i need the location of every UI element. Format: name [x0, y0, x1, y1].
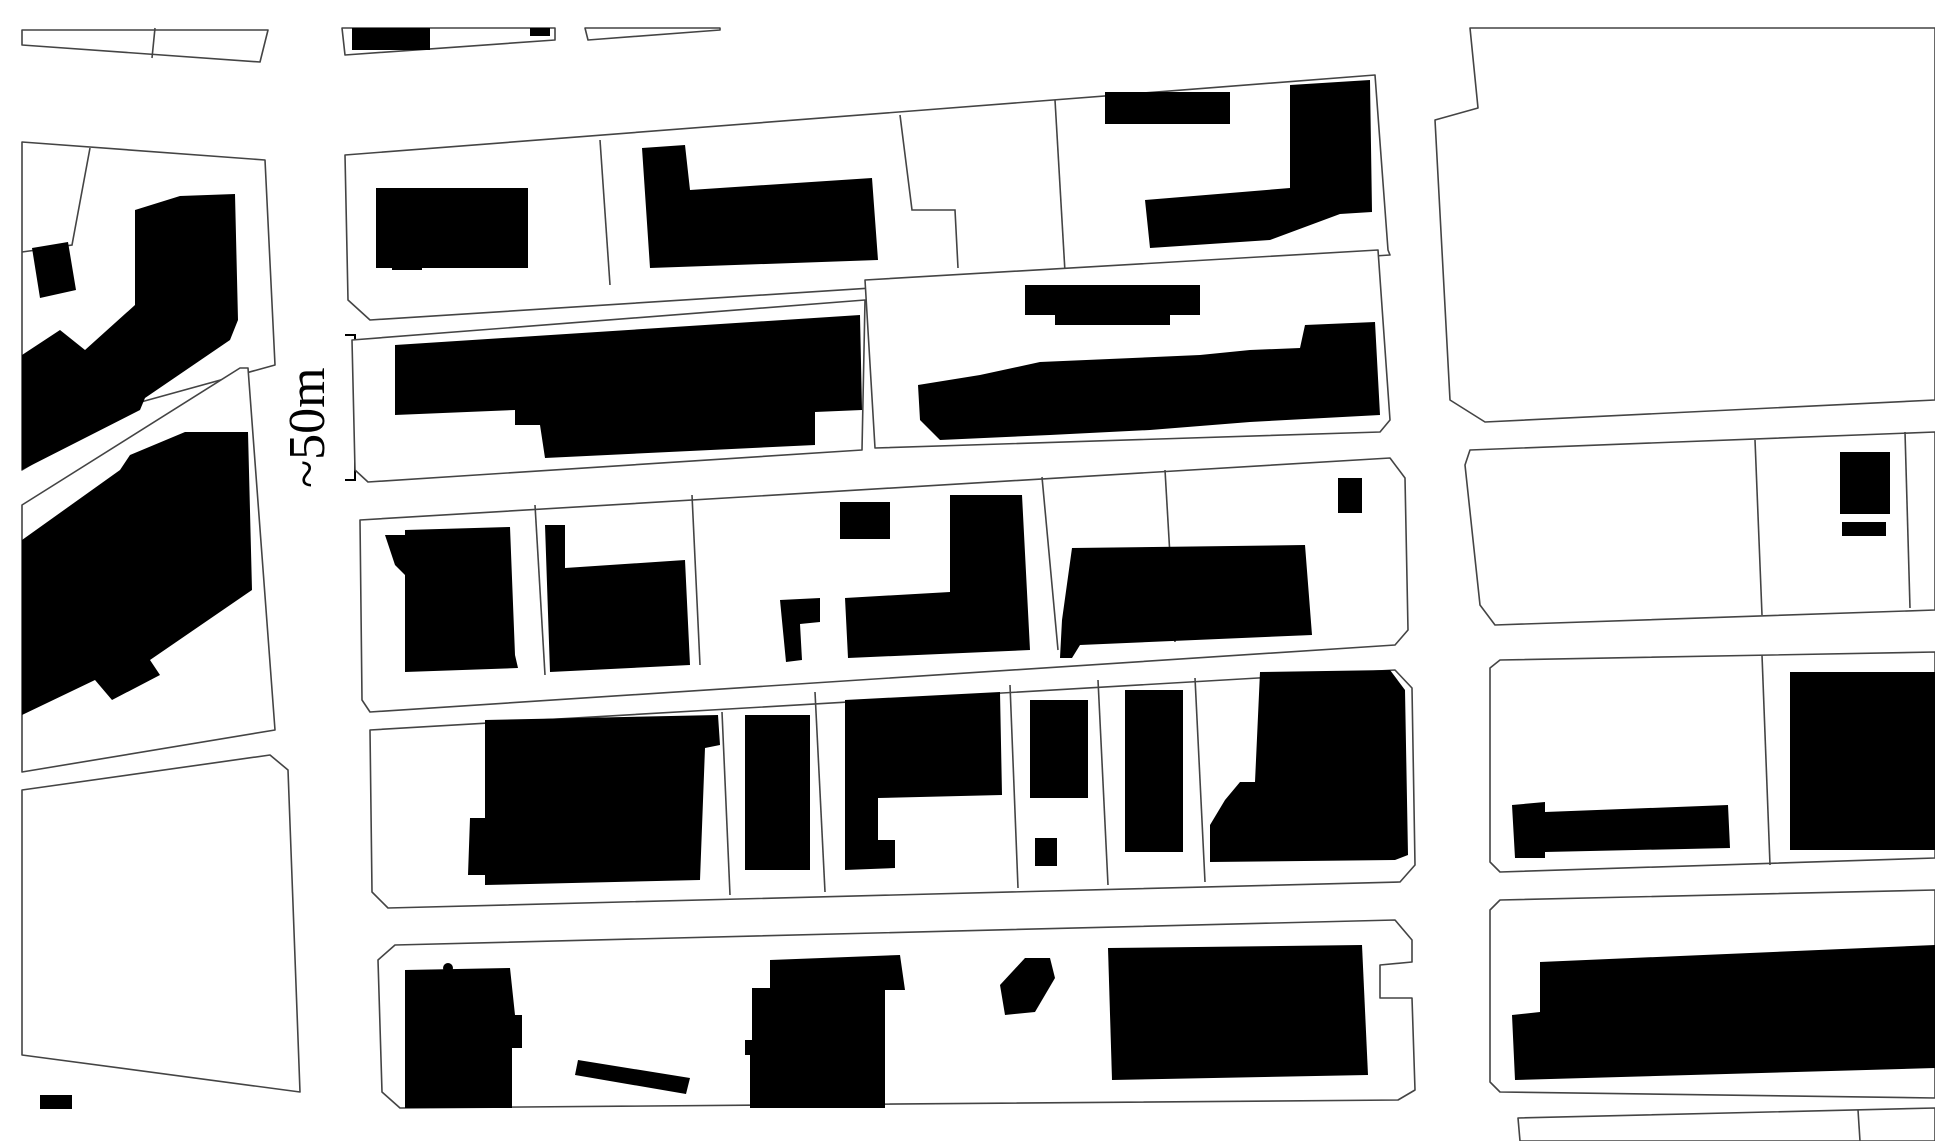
block-row-4 [369, 669, 1416, 909]
block-row-2 [351, 249, 1391, 483]
block-row-3 [359, 457, 1409, 713]
right-column-blocks [1434, 27, 1935, 1141]
scale-label: ~50m [279, 367, 336, 488]
block-row-1 [344, 74, 1391, 321]
left-column-blocks [21, 141, 301, 1109]
block-row-5 [377, 919, 1416, 1109]
top-edge-plots [21, 27, 721, 63]
